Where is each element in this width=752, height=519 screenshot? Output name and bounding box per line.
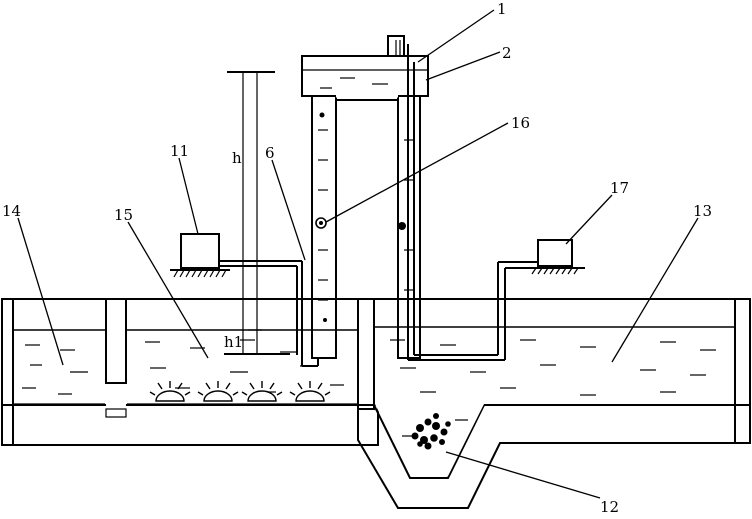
label-17: 17 — [610, 179, 629, 197]
water-areas — [14, 300, 734, 476]
label-2: 2 — [502, 44, 512, 62]
water-levels — [14, 326, 734, 405]
pipe-6 — [219, 260, 319, 367]
dimension-lines — [224, 71, 290, 355]
water-texture — [22, 339, 716, 437]
label-13: 13 — [693, 202, 712, 220]
label-12: 12 — [600, 498, 619, 514]
tank-walls — [1, 298, 751, 509]
label-h1: h1 — [224, 333, 243, 351]
labels: 1 2 16 11 6 17 14 15 13 12 h h1 — [2, 0, 712, 516]
aerators — [149, 381, 331, 402]
leader-lines — [17, 9, 699, 499]
label-11: 11 — [170, 142, 189, 160]
pump-17 — [528, 239, 585, 275]
pump-11 — [170, 233, 230, 278]
sludge-pile — [411, 413, 451, 450]
pipe-2 — [407, 44, 538, 361]
label-15: 15 — [114, 206, 133, 224]
label-1: 1 — [497, 0, 507, 18]
label-16: 16 — [511, 114, 530, 132]
label-h: h — [232, 149, 242, 167]
label-6: 6 — [265, 144, 275, 162]
label-14: 14 — [2, 202, 21, 220]
